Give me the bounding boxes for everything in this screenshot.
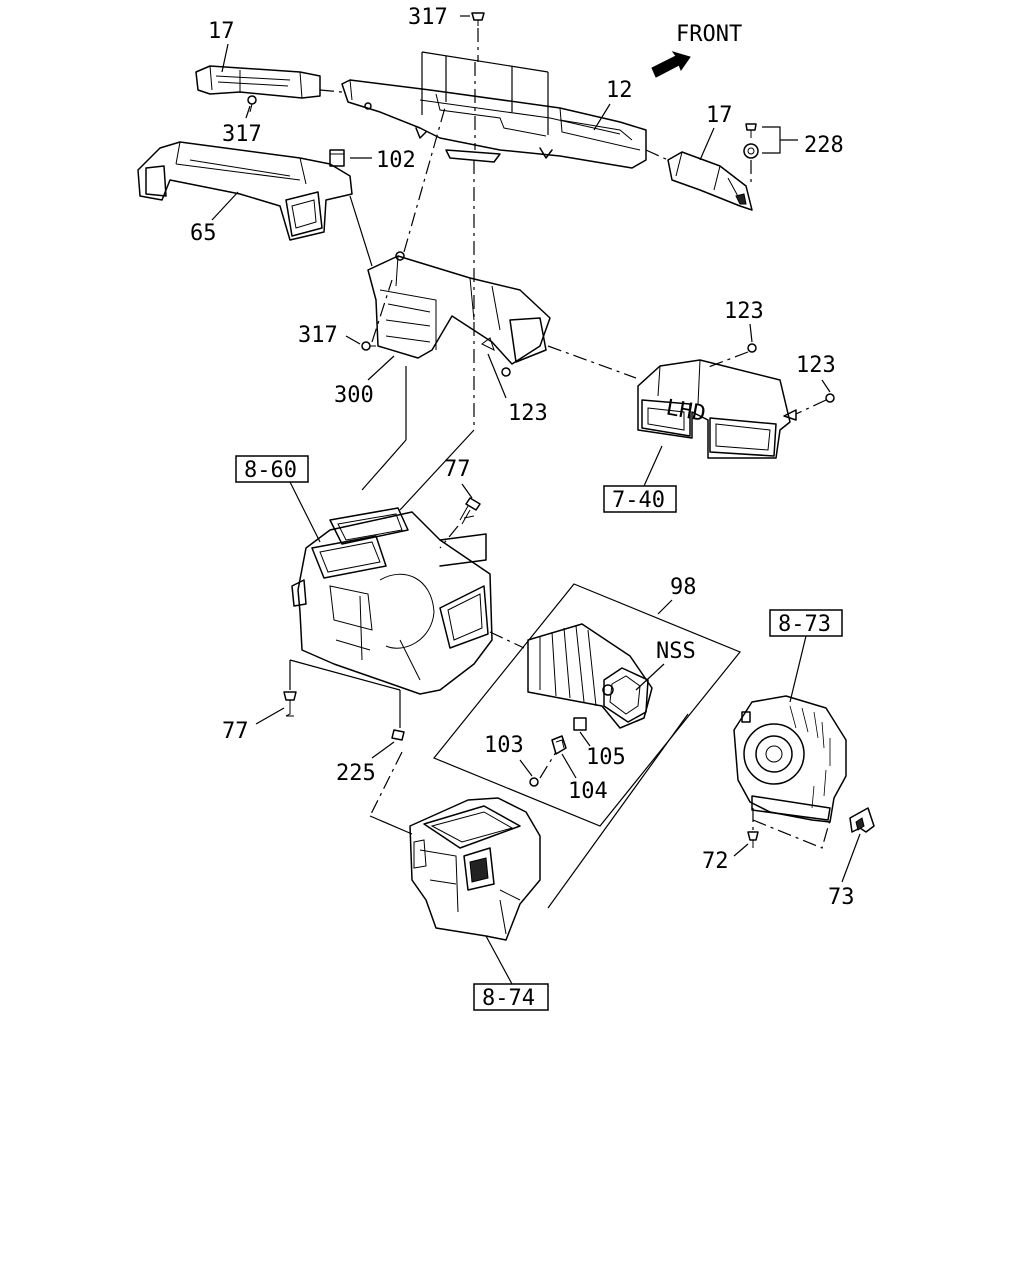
ref-box-8-60[interactable]: [235, 455, 309, 483]
duct-12-center: [341, 79, 647, 169]
callout-317-top: 317: [408, 5, 448, 30]
callout-123-a: 123: [724, 299, 764, 324]
callout-17-left: 17: [208, 19, 235, 44]
front-arrow-icon: [651, 51, 691, 78]
callout-123-duct: 123: [508, 401, 548, 426]
duct-17-left: [195, 65, 321, 99]
callout-102: 102: [376, 148, 416, 173]
duct-17-right: [667, 151, 753, 211]
callout-65: 65: [190, 221, 217, 246]
screw-123-b-icon: [825, 393, 835, 403]
nss-label: NSS: [656, 639, 696, 664]
blower-unit-8-74: [409, 797, 541, 941]
screw-317-top-icon: [471, 12, 485, 26]
callout-77-top: 77: [444, 457, 471, 482]
screw-72-icon: [747, 831, 759, 848]
ref-8-74[interactable]: 8-74: [482, 986, 535, 1011]
callout-17-right: 17: [706, 103, 733, 128]
callout-103: 103: [484, 733, 524, 758]
ref-8-60[interactable]: 8-60: [244, 458, 297, 483]
callout-317-mid: 317: [298, 323, 338, 348]
callout-225: 225: [336, 761, 376, 786]
inset-box-98: [433, 583, 741, 827]
callout-228: 228: [804, 133, 844, 158]
ref-box-8-73[interactable]: [769, 609, 843, 637]
ref-box-8-74[interactable]: [473, 983, 549, 1011]
callout-105: 105: [586, 745, 626, 770]
ref-7-40[interactable]: 7-40: [612, 488, 665, 513]
screw-317-left-icon: [247, 95, 257, 113]
callout-12: 12: [606, 78, 633, 103]
lhd-label: LHD: [664, 395, 707, 427]
ref-box-7-40[interactable]: [603, 485, 677, 513]
nut-228-icon: [743, 143, 759, 159]
callout-73: 73: [828, 885, 855, 910]
bolt-228-icon: [745, 123, 757, 138]
duct-65: [137, 141, 353, 241]
blower-fan-8-73: [733, 695, 847, 823]
heater-unit: [291, 507, 493, 695]
clip-105-icon: [573, 717, 587, 731]
clip-102-icon: [329, 149, 345, 167]
callout-77-bottom: 77: [222, 719, 249, 744]
front-label: FRONT: [676, 22, 742, 47]
ref-8-73[interactable]: 8-73: [778, 612, 831, 637]
screw-123-duct-icon: [481, 337, 511, 377]
clip-73-icon: [849, 807, 875, 833]
duct-300: [367, 251, 551, 365]
screw-317-mid-icon: [361, 341, 376, 351]
screw-123-a-icon: [747, 343, 757, 353]
callout-104: 104: [568, 779, 608, 804]
bellows-duct-98: [527, 623, 653, 729]
duct-lhd: [637, 359, 797, 459]
clip-103-icon: [529, 777, 539, 787]
clip-225-icon: [391, 729, 405, 741]
callout-123-b: 123: [796, 353, 836, 378]
clip-104-icon: [551, 735, 567, 755]
callout-98: 98: [670, 575, 697, 600]
callout-317-left: 317: [222, 122, 262, 147]
callout-300: 300: [334, 383, 374, 408]
screw-77-top-icon: [459, 497, 481, 525]
screw-77-bottom-icon: [283, 691, 297, 717]
callout-72: 72: [702, 849, 729, 874]
